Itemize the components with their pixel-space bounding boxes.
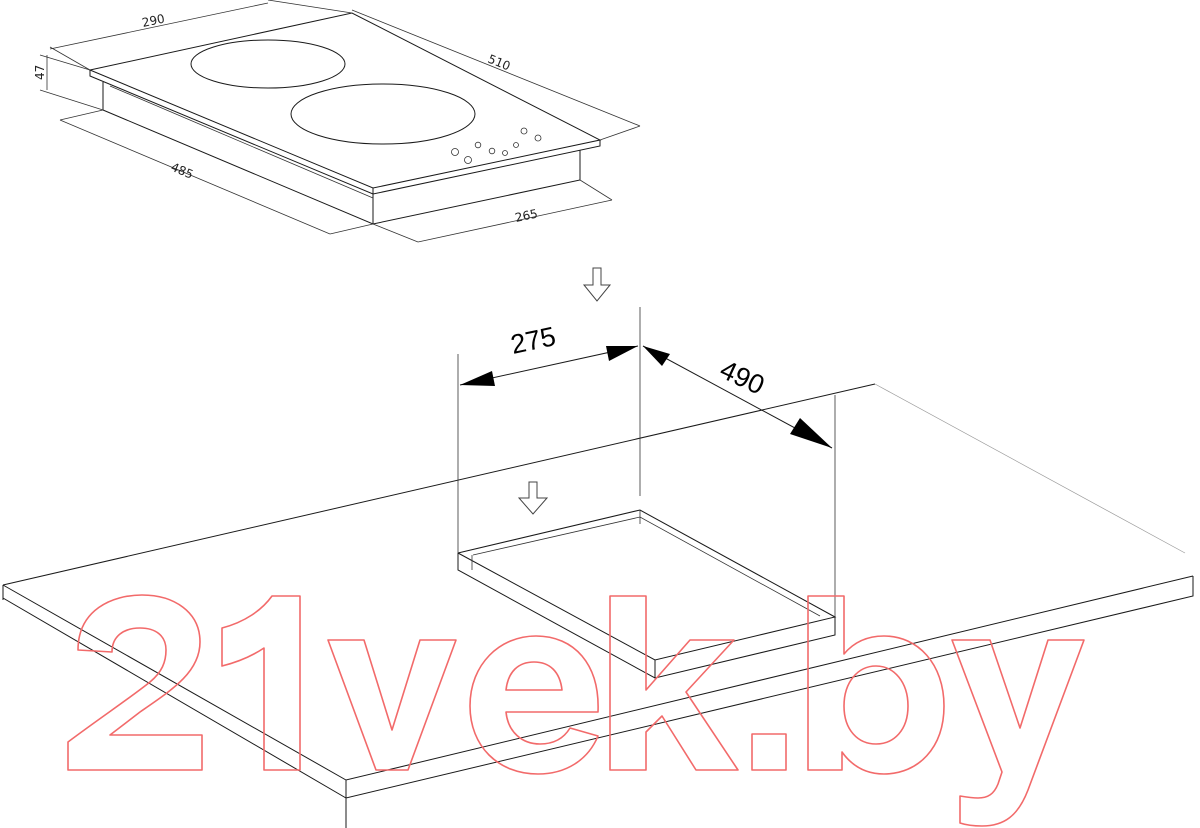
arrowhead-icon xyxy=(790,418,832,448)
control-panel xyxy=(451,127,542,164)
arrowhead-icon xyxy=(643,346,670,366)
worktop-drawing: 275 490 xyxy=(2,307,1194,828)
control-icon xyxy=(474,141,482,149)
hob-drawing: 290 510 47 485 265 xyxy=(33,0,641,243)
control-icon xyxy=(502,150,508,156)
dim-47-label: 47 xyxy=(33,65,47,80)
arrowhead-icon xyxy=(460,371,495,386)
dim-275-label: 275 xyxy=(508,321,558,360)
down-arrow-icon xyxy=(517,481,549,515)
dim-490: 490 xyxy=(642,345,833,449)
control-icon xyxy=(520,127,528,135)
dim-490-label: 490 xyxy=(715,354,769,400)
control-icon xyxy=(513,142,519,148)
hob-body xyxy=(102,82,581,225)
worktop-surface xyxy=(2,383,876,586)
dim-485-label: 485 xyxy=(169,160,196,182)
control-icon xyxy=(451,148,459,156)
watermark-logo xyxy=(67,594,1085,827)
down-arrow-icon xyxy=(582,267,612,302)
dim-265: 265 xyxy=(372,179,613,243)
dim-290-label: 290 xyxy=(141,11,166,29)
dim-47: 47 xyxy=(33,54,104,111)
dim-265-label: 265 xyxy=(514,206,539,224)
control-icon xyxy=(464,156,472,164)
hob-glass-edge xyxy=(89,70,601,195)
small-cooking-zone xyxy=(190,39,346,89)
dim-290: 290 xyxy=(49,0,353,71)
control-icon xyxy=(534,134,542,142)
large-cooking-zone xyxy=(290,83,476,145)
dim-275: 275 xyxy=(459,321,639,386)
control-icon xyxy=(488,147,496,155)
arrowhead-icon xyxy=(606,346,638,361)
dim-510: 510 xyxy=(351,9,641,141)
dim-510-label: 510 xyxy=(486,52,512,74)
